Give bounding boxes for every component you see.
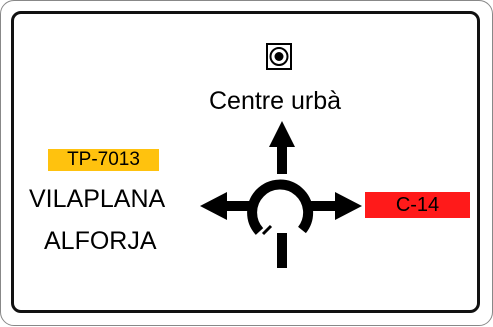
arrow-up-icon	[269, 121, 295, 174]
arrow-left-icon	[200, 192, 253, 220]
roundabout-icon	[247, 179, 314, 236]
road-tag-left-bg	[48, 149, 159, 171]
road-tag-right: C-14	[395, 194, 440, 216]
entry-road	[277, 233, 287, 268]
city-center-icon	[266, 43, 292, 70]
destination-top: Centre urbà	[209, 87, 342, 115]
road-tag-right-bg	[365, 192, 470, 218]
destination-left-line1: VILAPLANA	[29, 185, 166, 213]
arrow-right-icon	[310, 192, 362, 220]
destination-left-line2: ALFORJA	[44, 227, 157, 255]
sign-inner-border	[11, 11, 480, 313]
road-tag-left: TP-7013	[67, 149, 140, 170]
